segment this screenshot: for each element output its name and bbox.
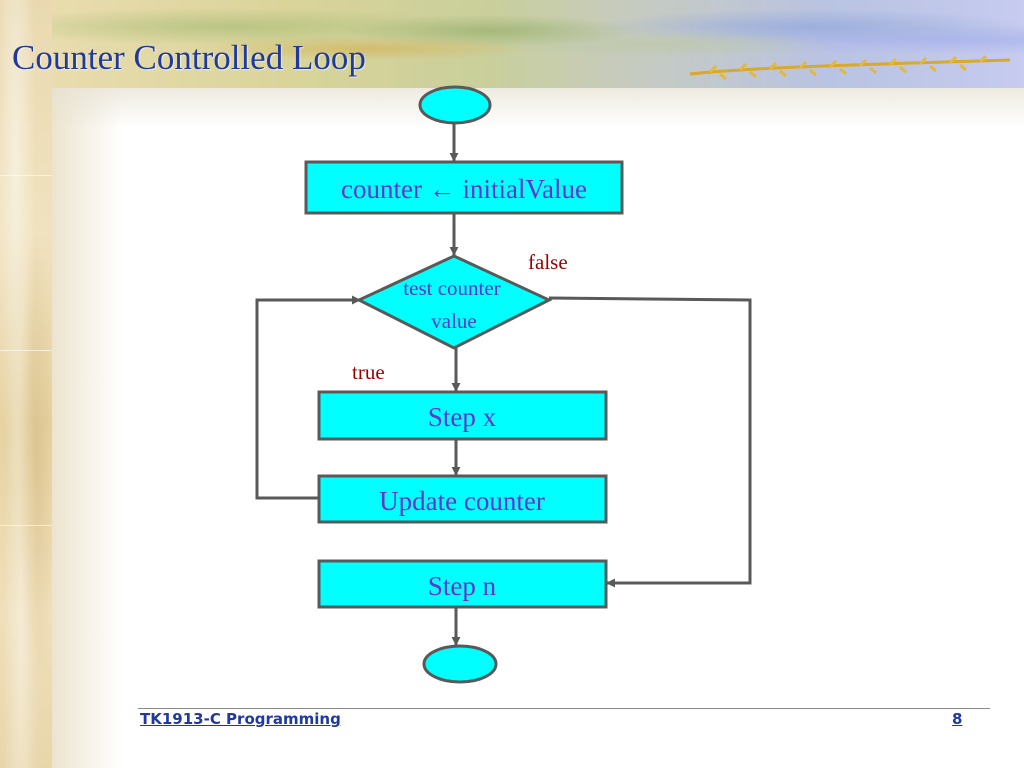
left-decorative-strip bbox=[0, 0, 52, 768]
connector-false-branch bbox=[548, 296, 752, 588]
wheat-decoration bbox=[690, 54, 1010, 81]
strip-divider bbox=[0, 350, 52, 351]
strip-divider bbox=[0, 175, 52, 176]
footer-divider bbox=[138, 708, 990, 709]
decision-label-line1: test counter bbox=[403, 276, 500, 300]
start-terminal bbox=[418, 85, 492, 125]
strip-divider bbox=[0, 525, 52, 526]
decision-label-line2: value bbox=[431, 309, 476, 333]
init-box bbox=[304, 160, 624, 215]
top-decorative-banner bbox=[52, 0, 1024, 88]
step-n-box bbox=[317, 559, 608, 609]
slide-title: Counter Controlled Loop bbox=[12, 38, 366, 77]
step-x-label: Step x bbox=[428, 402, 497, 432]
step-n-label: Step n bbox=[428, 571, 497, 601]
footer-page-number: 8 bbox=[952, 710, 963, 728]
footer-course-name: TK1913-C Programming bbox=[140, 710, 341, 728]
left-shadow bbox=[52, 0, 122, 768]
end-terminal bbox=[422, 644, 498, 684]
true-branch-label: true bbox=[352, 360, 385, 384]
false-branch-label: false bbox=[528, 250, 568, 274]
init-box-label: counter ← initialValue bbox=[341, 174, 587, 204]
update-counter-label: Update counter bbox=[379, 486, 545, 516]
update-counter-box bbox=[317, 474, 608, 524]
step-x-box bbox=[317, 390, 608, 441]
connector-loop-back bbox=[255, 295, 361, 500]
banner-shadow bbox=[52, 88, 1024, 128]
decision-diamond bbox=[355, 254, 553, 350]
